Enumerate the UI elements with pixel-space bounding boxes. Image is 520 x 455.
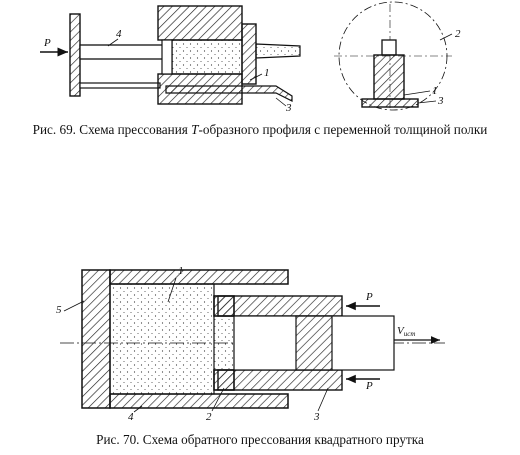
billet-70 [109,283,215,395]
billet [171,39,243,75]
figure-70-caption: Рис. 70. Схема обратного прессования ква… [96,432,424,447]
label-2-70: 2 [206,411,212,423]
ram-rod [79,44,171,60]
container-bottom-wall [109,393,289,409]
label-p-top: P [365,291,373,303]
bar-section [295,315,333,371]
movable-tool [165,85,293,102]
figure-69: P 4 1 3 2 1 3 [0,0,520,120]
base-plate [361,98,419,108]
figure-69-caption: Рис. 69. Схема прессования T-образного п… [0,122,520,138]
label-p-bottom: P [365,380,373,392]
label-2: 2 [455,28,461,40]
label-4: 4 [116,28,122,40]
label-v: Vист [397,325,415,338]
die-top [213,295,235,317]
label-5: 5 [56,304,62,316]
figure-69-drawing: P 4 1 3 2 1 3 [40,1,461,114]
container-top [157,5,243,41]
container-back [81,269,111,409]
dummy-block [161,39,173,75]
lower-rod [79,82,161,89]
label-3b: 3 [437,95,444,107]
label-force-p: P [43,37,51,49]
figure-70-drawing: P P Vист 1 5 4 2 3 [56,265,445,423]
caption-69-part1: Рис. 69. Схема прессования [32,122,192,137]
caption-69-part2: T [191,122,199,137]
label-3: 3 [285,102,292,114]
extruded-profile [255,43,301,59]
profile-stem [381,39,397,56]
hollow-punch-bottom [217,369,343,391]
container-top-wall [109,269,289,285]
caption-69-part3: -образного профиля с переменной толщиной… [198,122,488,137]
label-1-70: 1 [178,265,184,277]
label-3-70: 3 [313,411,320,423]
hollow-punch-top [217,295,343,317]
label-1: 1 [264,67,270,79]
ram-plate [69,13,81,97]
profile-block [373,54,405,100]
die-bottom [213,369,235,391]
label-4-70: 4 [128,411,134,423]
label-1b: 1 [432,85,438,97]
figure-70: P P Vист 1 5 4 2 3 [0,258,520,428]
die [241,23,257,85]
